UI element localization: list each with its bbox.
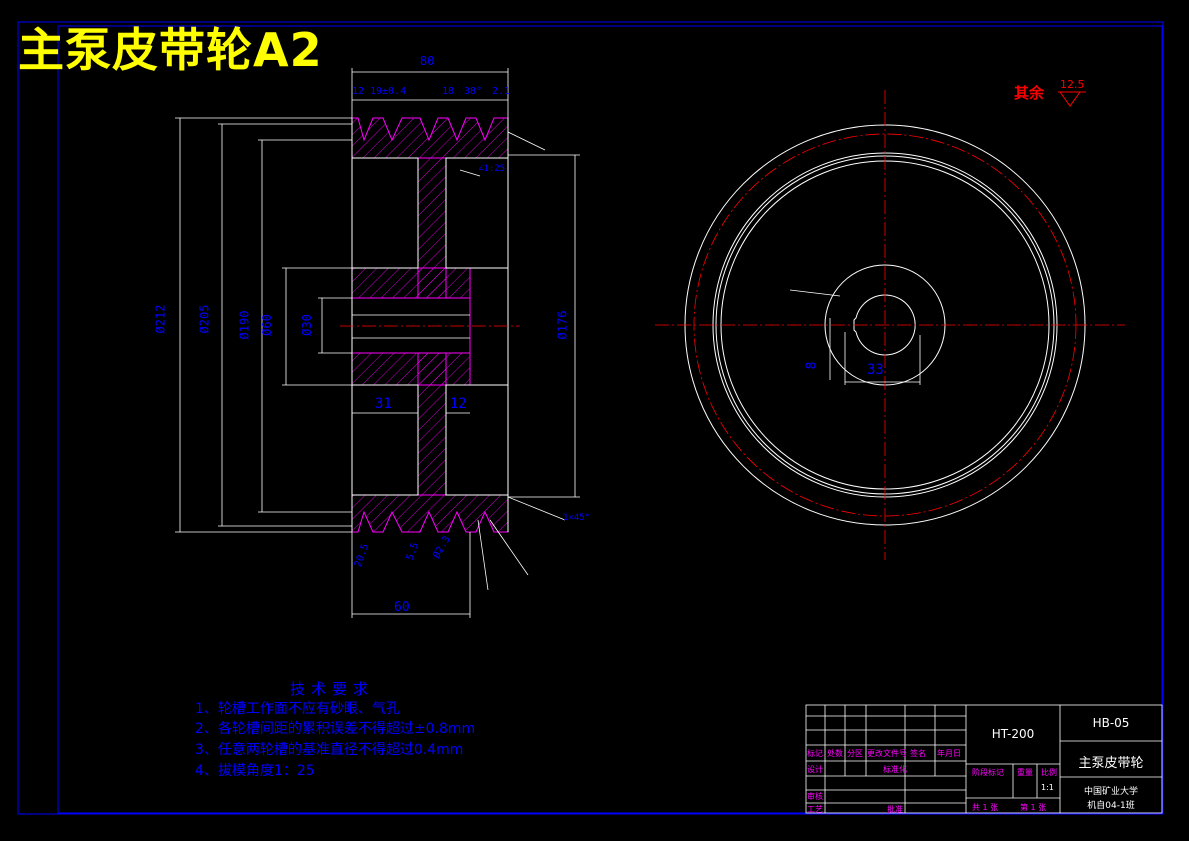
col-label-sign: 签名 [910,749,926,758]
note-item: 3、任意两轮槽的基准直径不得超过0.4mm [195,742,464,758]
dim-176: Ø176 [555,310,570,340]
bore [351,297,471,354]
top-rim [351,117,509,159]
sheet-total: 共 1 张 [972,803,999,812]
left-dimension-lines [175,68,580,618]
bore-with-keyway [853,294,916,356]
part-name: 主泵皮带轮 [1078,756,1144,771]
front-dimension-lines [789,289,921,385]
col-label-count: 处数 [827,749,843,758]
drawing-number: HB-05 [1092,716,1130,730]
dim-groove-pitch: 19±0.4 [370,86,407,97]
row-approve: 批准 [887,805,903,814]
title-block [805,704,1163,814]
notes-title: 技术要求 [290,680,375,698]
row-design: 设计 [807,765,823,774]
dim-key-width: 8 [804,361,820,370]
dim-groove-b: 2.1 [492,86,511,97]
dim-overall-width: 80 [420,54,435,68]
inner-border [57,25,1163,814]
col-label-doc: 更改文件号 [867,749,907,758]
material: HT-200 [991,727,1035,741]
dim-key-depth: 33 [867,362,884,378]
col-label-zone: 分区 [847,749,863,758]
dim-groove-angle: 38° [464,86,483,97]
dim-slope: ∠1:25 [478,164,506,174]
row-review: 审核 [807,792,823,801]
drawing-title: 主泵皮带轮A2 [18,23,323,77]
note-item: 2、各轮槽间距的累积误差不得超过±0.8mm [195,721,476,737]
class-name: 机自04-1班 [1087,801,1135,811]
dim-groove-top: 12 [352,86,365,97]
school-name: 中国矿业大学 [1083,787,1138,797]
weight-label: 重量 [1017,768,1033,777]
row-std: 标准化 [883,765,907,774]
bottom-rim [351,494,509,533]
roughness-symbol [1059,91,1081,107]
dim-groove-a: 18 [442,86,455,97]
dim-60: Ø60 [259,314,274,336]
dim-chamfer: 1×45° [563,513,591,523]
col-label-date: 年月日 [937,749,961,758]
dim-web-12: 12 [450,396,467,412]
scale-value: 1:1 [1041,783,1054,792]
outer-border [17,21,1164,815]
dim-212: Ø212 [153,304,168,334]
col-label-mark: 标记 [807,749,823,758]
scale-label: 比例 [1041,768,1057,777]
dim-205: Ø205 [197,304,212,334]
dim-web-31: 31 [375,396,392,412]
section-view [351,117,509,533]
note-item: 4、拔模角度1：25 [195,763,315,779]
stage-label: 阶段标记 [972,768,1004,777]
roughness-label: 其余 [1014,84,1045,102]
dim-30: Ø30 [299,314,314,336]
dim-190: Ø190 [237,310,252,340]
roughness-value: 12.5 [1060,78,1085,91]
sheet-number: 第 1 张 [1020,803,1047,812]
dim-hub-60: 60 [394,600,410,615]
row-process: 工艺 [807,805,823,814]
note-item: 1、轮槽工作面不应有砂眼、气孔 [195,701,400,717]
